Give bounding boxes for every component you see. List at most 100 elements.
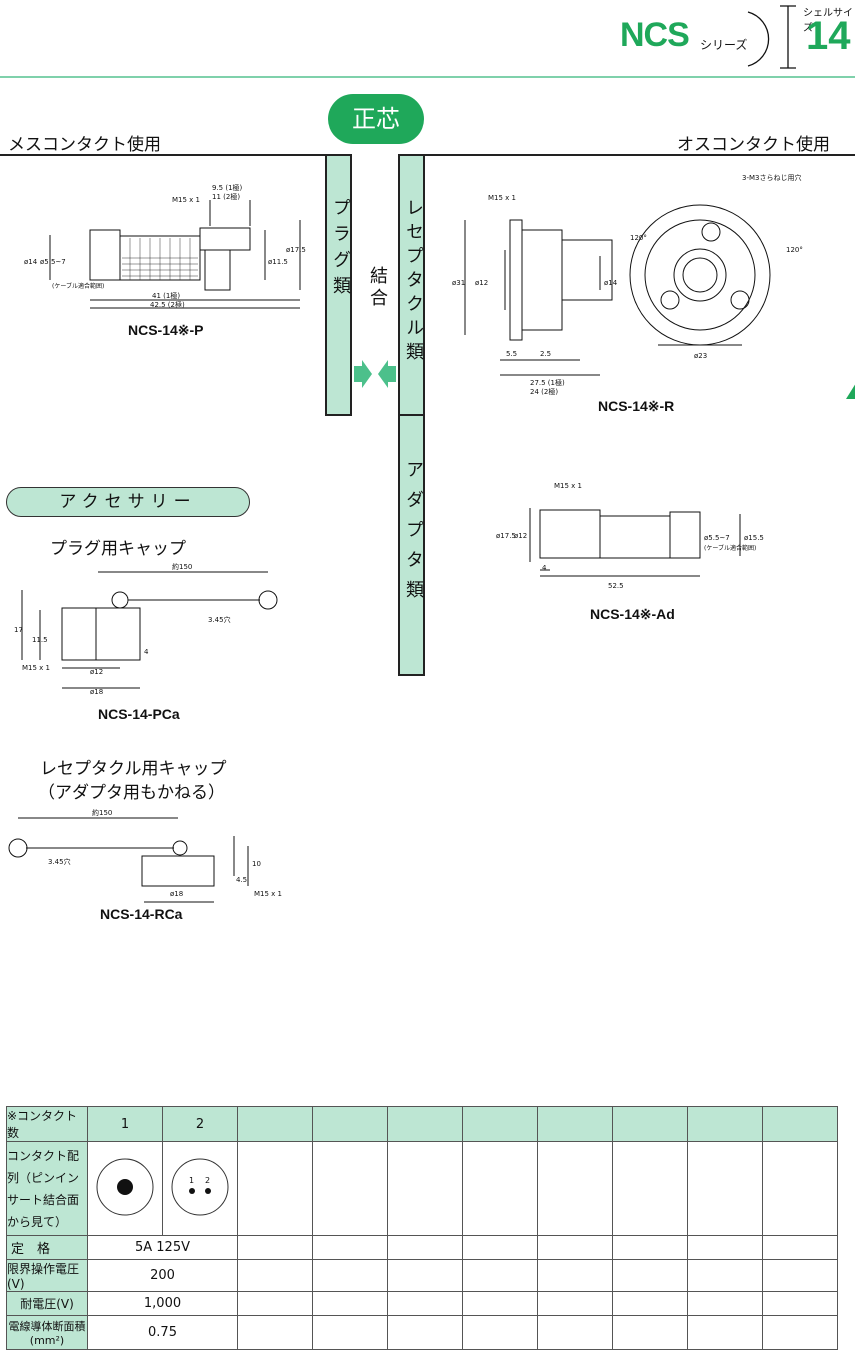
spec-label-layout: コンタクト配列（ピンインサート結合面から見て） [6,1141,88,1236]
plug-cap-title: プラグ用キャップ [50,539,186,559]
receptacle-drawing: M15 x 1 ø31 ø12 ø14 5.5 2.5 27.5 (1極) 24… [452,173,803,396]
spec-row-rating: 定 格 5A 125V [6,1235,838,1260]
spec-label-withstand: 耐電圧(V) [6,1291,88,1316]
left-divider [0,154,350,156]
plug-cap-dim-hole: 3.45穴 [208,615,231,624]
spec-col-2: 2 [162,1106,238,1142]
receptacle-dim-dia14: ø14 [604,279,618,287]
plug-cap-model: NCS-14-PCa [98,706,180,722]
receptacle-cap-dim-10: 10 [252,860,261,868]
pin-layout-2-icon: 1 2 [171,1158,229,1215]
right-divider [398,154,855,156]
plug-dim-len1: 9.5 (1極) [212,183,243,192]
series-bracket-icon [747,5,796,69]
receptacle-model: NCS-14※-R [598,398,675,414]
adapter-dim-cable-note: (ケーブル適合範囲) [704,544,756,552]
receptacle-cap-subtitle: （アダプタ用もかねる） [38,783,225,803]
pin-layout-1 [87,1141,163,1236]
receptacle-bar-label: レセプタクル類 [403,198,424,366]
plug-dim-dia14: ø14 [24,258,38,266]
adapter-dim-len: 52.5 [608,582,624,590]
receptacle-cap-drawing: 約150 3.45穴 10 4.5 ø18 M15 x 1 [8,808,282,903]
coupling-arrows-icon [354,360,396,388]
pin-layout-1-icon [96,1158,154,1215]
spec-header-label: ※コンタクト数 [6,1106,88,1142]
coupling-label: 結合 [367,266,388,310]
spec-label-wire-unit: (mm²) [29,1334,65,1347]
plug-dim-thread: M15 x 1 [172,196,200,204]
spec-table: ※コンタクト数 1 2 コンタクト配列（ピンインサート結合面から見て） 1 2 … [6,1106,838,1350]
receptacle-cap-dim-dia18: ø18 [170,890,183,898]
receptacle-dim-dia23: ø23 [694,352,707,360]
center-label: 正芯 [328,94,424,144]
plug-cap-dim-4: 4 [144,648,149,656]
left-heading: メスコンタクト使用 [8,135,161,155]
pin-layout-2: 1 2 [162,1141,238,1236]
plug-dim-total2: 42.5 (2極) [150,300,185,309]
plug-cap-drawing: 約150 3.45穴 17 11.5 4 M15 x 1 ø12 ø18 [14,562,278,696]
receptacle-cap-dim-hole: 3.45穴 [48,857,71,866]
receptacle-dim-angle2: 120° [786,246,803,254]
adapter-bar: アダプタ類 [398,414,425,676]
series-suffix: シリーズ [700,38,748,52]
adapter-model: NCS-14※-Ad [590,606,675,622]
adapter-dim-dia12: ø12 [514,532,527,540]
receptacle-cap-dim-45: 4.5 [236,876,247,884]
receptacle-dim-holes: 3-M3さらねじ用穴 [742,173,801,182]
adapter-dim-dia155: ø15.5 [744,534,764,542]
pin-label-2: 2 [205,1176,210,1185]
spec-header-row: ※コンタクト数 1 2 [6,1106,838,1142]
plug-bar: プラグ類 [325,154,352,416]
plug-cap-dim-115: 11.5 [32,636,48,644]
plug-dim-cable-note: (ケーブル適合範囲) [52,282,104,290]
receptacle-cap-model: NCS-14-RCa [100,906,183,922]
plug-cap-dim-17: 17 [14,626,23,634]
receptacle-dim-dia12: ø12 [475,279,488,287]
spec-value-rating: 5A 125V [87,1235,238,1260]
adapter-dim-dia175: ø17.5 [496,532,516,540]
plug-dim-dia175: ø17.5 [286,246,306,254]
spec-value-withstand: 1,000 [87,1291,238,1316]
shell-size-value: 14 [806,14,851,58]
adapter-bar-label: アダプタ類 [403,460,424,610]
adapter-dim-thread: M15 x 1 [554,482,582,490]
spec-label-wire: 電線導体断面積 (mm²) [6,1315,88,1350]
plug-model: NCS-14※-P [128,322,204,338]
spec-row-layout: コンタクト配列（ピンインサート結合面から見て） 1 2 [6,1141,838,1236]
receptacle-dim-25: 2.5 [540,350,551,358]
receptacle-dim-len1: 27.5 (1極) [530,378,565,387]
spec-value-voltage: 200 [87,1259,238,1292]
spec-label-rating: 定 格 [6,1235,88,1260]
receptacle-dim-55: 5.5 [506,350,517,358]
plug-cap-dim-dia12: ø12 [90,668,103,676]
spec-label-voltage: 限界操作電圧(V) [6,1259,88,1292]
shell-size-label: シェルサイズ [803,8,853,34]
plug-bar-label: プラグ類 [330,198,351,302]
receptacle-dim-dia31: ø31 [452,279,465,287]
receptacle-dim-len2: 24 (2極) [530,387,558,396]
plug-dim-dia115: ø11.5 [268,258,288,266]
plug-drawing: M15 x 1 9.5 (1極) 11 (2極) ø14 ø5.5~7 (ケーブ… [24,183,306,309]
series-name: NCS [620,16,690,54]
right-heading: オスコンタクト使用 [677,135,830,155]
plug-dim-total1: 41 (1極) [152,291,180,300]
adapter-dim-cable: ø5.5~7 [704,534,730,542]
pin-label-1: 1 [189,1176,194,1185]
spec-row-withstand: 耐電圧(V) 1,000 [6,1291,838,1316]
adapter-dim-4: 4 [542,564,547,572]
receptacle-dim-angle1: 120° [630,234,647,242]
receptacle-cap-title: レセプタクル用キャップ [40,759,227,779]
plug-cap-dim-chain: 約150 [172,562,192,571]
header-rule [0,76,855,78]
receptacle-cap-dim-thread: M15 x 1 [254,890,282,898]
spec-value-wire: 0.75 [87,1315,238,1350]
spec-row-voltage: 限界操作電圧(V) 200 [6,1259,838,1292]
adapter-drawing: M15 x 1 ø17.5 ø12 4 52.5 ø5.5~7 (ケーブル適合範… [496,482,764,590]
plug-dim-cable: ø5.5~7 [40,258,66,266]
accessory-heading: アクセサリー [6,487,250,517]
spec-row-wire: 電線導体断面積 (mm²) 0.75 [6,1315,838,1350]
spec-col-1: 1 [87,1106,163,1142]
spec-label-wire-name: 電線導体断面積 [8,1320,86,1333]
receptacle-cap-dim-chain: 約150 [92,808,112,817]
plug-cap-dim-thread: M15 x 1 [22,664,50,672]
